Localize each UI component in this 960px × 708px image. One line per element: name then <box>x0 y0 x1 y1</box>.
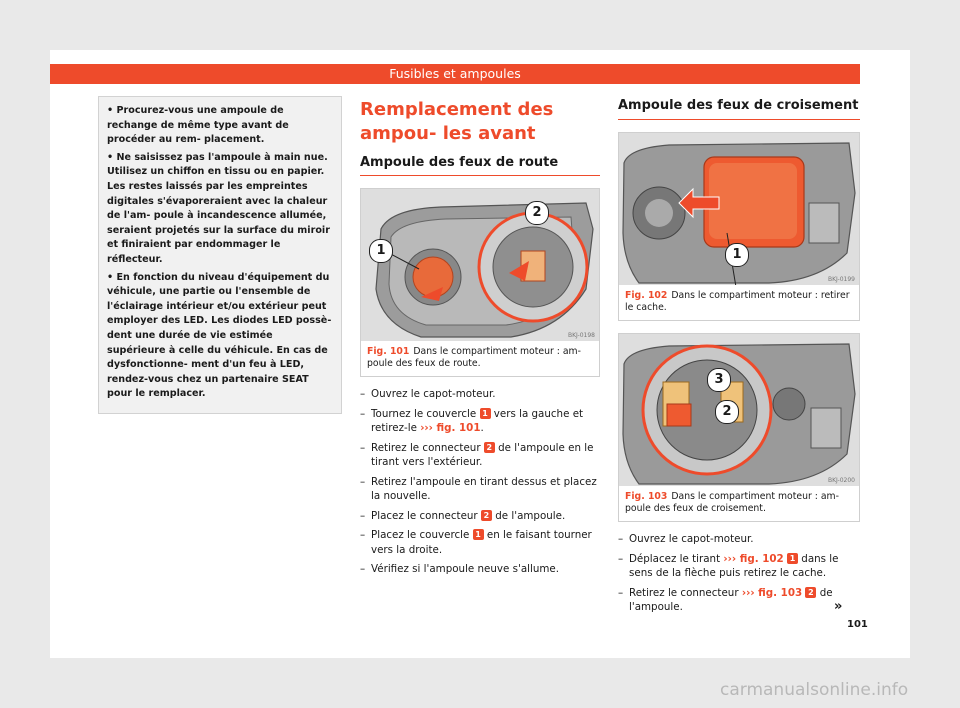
callout-1: 1 <box>725 243 749 267</box>
figure-101-image: 1 2 BKJ-0198 <box>361 189 599 341</box>
subsection-title-high-beam: Ampoule des feux de route <box>360 155 600 176</box>
step: Déplacez le tirant ››› fig. 102 1 dans l… <box>618 552 860 581</box>
step-text: de l'ampoule. <box>629 586 833 614</box>
headlight-cover-illustration <box>619 133 859 285</box>
notes-column: • Procurez-vous une ampoule de rechange … <box>98 96 342 414</box>
figure-link[interactable]: ››› fig. 102 <box>723 552 784 565</box>
figure-link[interactable]: ››› fig. 101 <box>420 422 481 434</box>
callout-badge: 2 <box>480 509 492 521</box>
step-text: Placez le connecteur <box>371 509 478 522</box>
figure-ref: BKJ-0198 <box>567 332 595 339</box>
figure-102-image: 1 BKJ-0199 <box>619 133 859 285</box>
step-text: Tournez le couvercle <box>371 407 477 420</box>
note-box: • Procurez-vous une ampoule de rechange … <box>98 96 342 414</box>
watermark: carmanualsonline.info <box>720 680 909 700</box>
continue-marker: » <box>834 599 843 614</box>
step-text: Vérifiez si l'ampoule neuve s'allume. <box>371 563 560 575</box>
figure-caption-text: Dans le compartiment moteur : retirer le… <box>625 290 850 313</box>
step: Ouvrez le capot-moteur. <box>618 532 860 547</box>
step-text: . <box>480 422 484 434</box>
step-text: Déplacez le tirant <box>629 552 721 565</box>
step: Retirez le connecteur ››› fig. 103 2 de … <box>618 586 860 615</box>
callout-badge: 1 <box>479 407 491 419</box>
step-text: vers la gauche et retirez-le <box>371 407 584 435</box>
low-beam-steps: Ouvrez le capot-moteur. Déplacez le tira… <box>618 532 860 615</box>
step: Ouvrez le capot-moteur. <box>360 387 600 402</box>
step-text: de l'ampoule en le tirant vers l'extérie… <box>371 441 594 469</box>
callout-2: 2 <box>715 400 739 424</box>
step-text: Ouvrez le capot-moteur. <box>629 533 754 545</box>
callout-badge: 1 <box>472 529 484 540</box>
low-beam-column: Ampoule des feux de croisement 1 BKJ-019… <box>618 98 860 620</box>
note-item: • Ne saisissez pas l'ampoule à main nue.… <box>107 151 330 265</box>
note-item: • Procurez-vous une ampoule de rechange … <box>107 105 289 146</box>
figure-number: Fig. 102 <box>625 290 668 301</box>
step-text: de l'ampoule. <box>495 509 566 522</box>
headlight-illustration <box>361 189 599 341</box>
step-text: Ouvrez le capot-moteur. <box>371 388 496 400</box>
figure-number: Fig. 101 <box>367 346 410 357</box>
step-text: en le faisant tourner vers la droite. <box>371 529 592 556</box>
figure-103-image: 3 2 BKJ-0200 <box>619 334 859 486</box>
subsection-title-low-beam: Ampoule des feux de croisement <box>618 98 860 120</box>
callout-badge: 1 <box>787 552 798 564</box>
step-text: dans le sens de la flèche puis retirez l… <box>629 552 839 580</box>
step: Tournez le couvercle 1 vers la gauche et… <box>360 407 600 436</box>
step-text: Placez le couvercle <box>371 529 470 541</box>
step-text: Retirez l'ampoule en tirant dessus et pl… <box>371 475 597 503</box>
step-text: Retirez le connecteur <box>629 586 739 599</box>
callout-badge: 2 <box>805 586 817 598</box>
callout-2: 2 <box>525 201 549 225</box>
note-item: • En fonction du niveau d'équipement du … <box>107 271 332 400</box>
figure-number: Fig. 103 <box>625 491 668 502</box>
step: Vérifiez si l'ampoule neuve s'allume. <box>360 562 600 577</box>
step: Placez le couvercle 1 en le faisant tour… <box>360 528 600 557</box>
callout-1: 1 <box>369 239 393 263</box>
figure-link[interactable]: ››› fig. 103 <box>741 586 803 599</box>
step-text: Retirez le connecteur <box>371 441 481 454</box>
step: Retirez le connecteur 2 de l'ampoule en … <box>360 441 600 470</box>
high-beam-steps: Ouvrez le capot-moteur. Tournez le couve… <box>360 387 600 577</box>
page-number: 101 <box>847 619 868 630</box>
high-beam-column: Remplacement des ampou- les avant Ampoul… <box>360 98 600 582</box>
low-beam-bulb-illustration <box>619 334 859 486</box>
section-title: Remplacement des ampou- les avant <box>360 99 554 144</box>
figure-ref: BKJ-0200 <box>827 477 855 484</box>
step: Retirez l'ampoule en tirant dessus et pl… <box>360 475 600 504</box>
figure-caption-text: Dans le compartiment moteur : am- poule … <box>367 346 581 369</box>
chapter-header: Fusibles et ampoules <box>50 64 860 84</box>
callout-3: 3 <box>707 368 731 392</box>
figure-caption-text: Dans le compartiment moteur : am- poule … <box>625 491 839 514</box>
callout-badge: 2 <box>483 441 495 453</box>
figure-ref: BKJ-0199 <box>827 276 855 283</box>
step: Placez le connecteur 2 de l'ampoule. <box>360 509 600 524</box>
